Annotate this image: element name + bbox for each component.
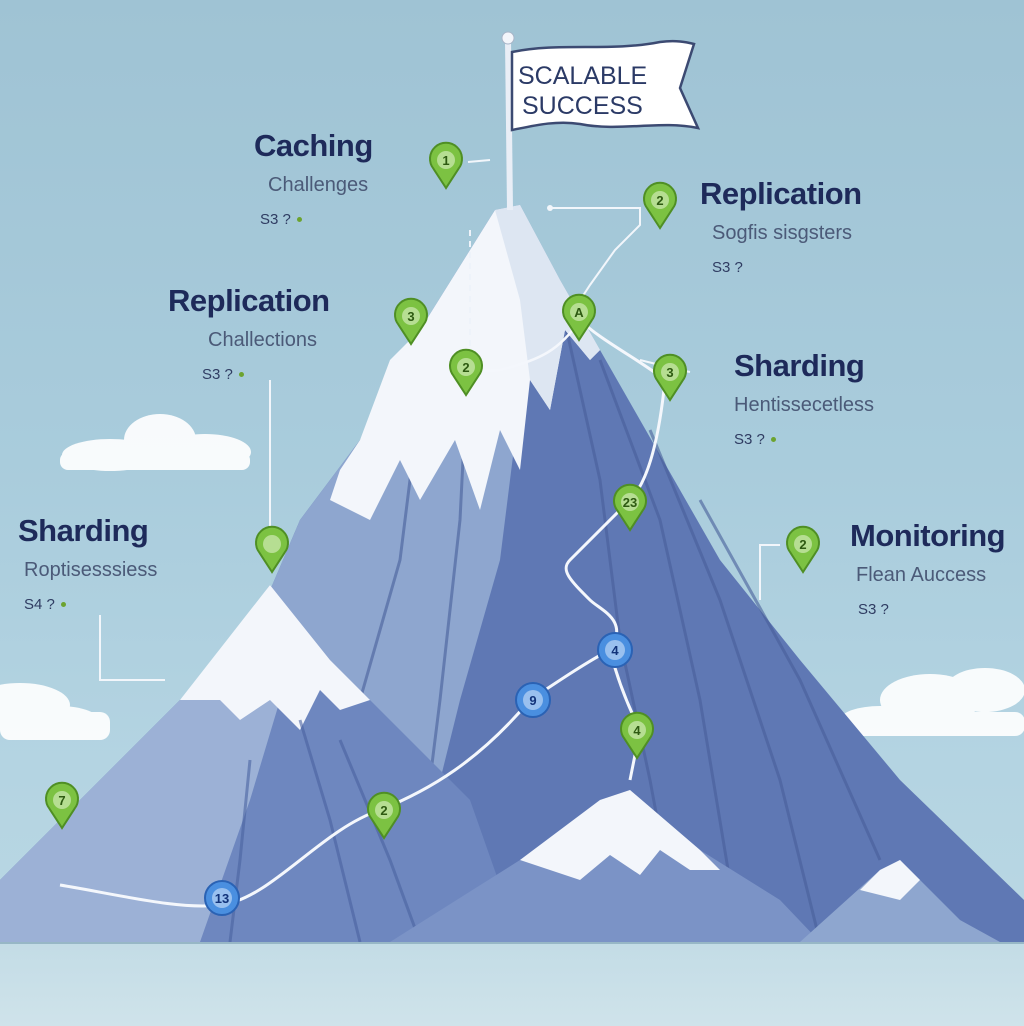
marker-inner-circle <box>437 151 455 169</box>
flag-line-1: SCALABLE <box>518 62 647 90</box>
connector-dot <box>547 205 553 211</box>
flag-banner <box>510 39 701 132</box>
meta-dot-icon <box>238 372 244 377</box>
marker-sharding-left <box>255 525 289 574</box>
marker-replication-right: 2 <box>643 181 677 230</box>
marker-inner-circle <box>263 535 281 553</box>
front-mountain-snow <box>520 790 720 880</box>
marker-monitoring: 2 <box>786 525 820 574</box>
label-replication-left-subtitle: Challections <box>208 329 317 351</box>
marker-label: A <box>574 305 584 320</box>
label-caching-meta-text: S3 ? <box>260 211 291 228</box>
marker-caching: 1 <box>429 141 463 190</box>
marker-label: 7 <box>58 793 65 808</box>
flag-line-2: SUCCESS <box>522 92 643 120</box>
marker-inner-circle <box>661 363 679 381</box>
marker-left-7: 7 <box>45 781 79 830</box>
left-mountain-ridges <box>228 719 422 943</box>
cloud-left-low <box>0 683 110 740</box>
cloud-right <box>840 668 1024 736</box>
flagpole-top <box>501 31 515 45</box>
far-right-snow <box>860 860 920 900</box>
label-replication-left-meta-text: S3 ? <box>202 366 233 383</box>
label-monitoring-title: Monitoring <box>850 518 1006 553</box>
label-monitoring-meta-text: S3 ? <box>858 601 889 618</box>
marker-green-4: 4 <box>620 711 654 760</box>
label-caching-meta: S3 ? <box>260 211 373 228</box>
ground <box>0 942 1024 1026</box>
meta-dot-icon <box>770 437 776 442</box>
label-monitoring-meta: S3 ? <box>858 601 1005 618</box>
marker-inner-circle <box>457 358 475 376</box>
marker-blue-13: 13 <box>204 880 240 916</box>
label-caching-title: Caching <box>254 128 373 163</box>
marker-label: 3 <box>666 365 673 380</box>
marker-label: 2 <box>656 193 663 208</box>
far-right-peak <box>800 860 1000 942</box>
meta-dot-icon <box>296 217 302 222</box>
label-replication-left: Replication Challections S3 ? <box>168 283 330 383</box>
label-caching-subtitle: Challenges <box>268 174 369 196</box>
snow-cap-shade <box>495 205 600 410</box>
marker-inner-circle <box>570 303 588 321</box>
marker-label: 23 <box>623 495 637 510</box>
marker-replication-left: 3 <box>394 297 428 346</box>
flagpole <box>505 39 513 211</box>
marker-inner-circle <box>402 307 420 325</box>
marker-label: 1 <box>442 153 449 168</box>
label-sharding-left-meta: S4 ? <box>24 596 157 613</box>
label-sharding-right-subtitle: Hentissecetless <box>734 394 875 416</box>
marker-blue-4: 4 <box>597 632 633 668</box>
left-mountain-snow <box>180 585 370 730</box>
label-sharding-right-title: Sharding <box>734 348 865 383</box>
label-replication-right-meta: S3 ? <box>712 259 862 276</box>
marker-summit-a: A <box>562 293 596 342</box>
label-sharding-left-meta-text: S4 ? <box>24 596 55 613</box>
marker-label: 4 <box>633 723 641 738</box>
cloud-left <box>60 414 251 471</box>
marker-inner-circle <box>628 721 646 739</box>
front-mountain <box>390 790 820 942</box>
marker-label: 2 <box>462 360 469 375</box>
label-replication-left-title: Replication <box>168 283 330 318</box>
marker-label: 13 <box>215 891 229 906</box>
marker-sharding-right: 3 <box>653 353 687 402</box>
label-sharding-left-subtitle: Roptisesssiess <box>24 559 158 581</box>
marker-inner-circle <box>621 493 639 511</box>
label-monitoring: Monitoring Flean Auccess S3 ? <box>850 518 1006 618</box>
marker-inner-circle <box>651 191 669 209</box>
label-caching: Caching Challenges S3 ? <box>254 128 373 228</box>
label-sharding-left: Sharding Roptisesssiess S4 ? <box>18 513 157 613</box>
marker-label: 2 <box>380 803 387 818</box>
marker-label: 3 <box>407 309 414 324</box>
label-sharding-right: Sharding Hentissecetless S3 ? <box>734 348 874 448</box>
marker-inner-circle <box>53 791 71 809</box>
marker-inner-circle <box>605 640 625 660</box>
marker-label: 2 <box>799 537 806 552</box>
marker-peak-2: 2 <box>449 348 483 397</box>
label-replication-left-meta: S3 ? <box>202 366 330 383</box>
marker-inner-circle <box>794 535 812 553</box>
label-replication-right-title: Replication <box>700 176 862 211</box>
label-replication-right: Replication Sogfis sisgsters S3 ? <box>700 176 862 276</box>
meta-dot-icon <box>60 602 66 607</box>
label-sharding-right-meta-text: S3 ? <box>734 431 765 448</box>
marker-label: 9 <box>529 693 536 708</box>
marker-inner-circle <box>212 888 232 908</box>
marker-inner-circle <box>523 690 543 710</box>
label-replication-right-meta-text: S3 ? <box>712 259 743 276</box>
label-sharding-left-title: Sharding <box>18 513 149 548</box>
marker-blue-9: 9 <box>515 682 551 718</box>
label-monitoring-subtitle: Flean Auccess <box>856 564 987 586</box>
label-replication-right-subtitle: Sogfis sisgsters <box>712 222 853 244</box>
marker-inner-circle <box>375 801 393 819</box>
marker-mid-23: 23 <box>613 483 647 532</box>
label-sharding-right-meta: S3 ? <box>734 431 874 448</box>
marker-label: 4 <box>611 643 619 658</box>
marker-low-2: 2 <box>367 791 401 840</box>
